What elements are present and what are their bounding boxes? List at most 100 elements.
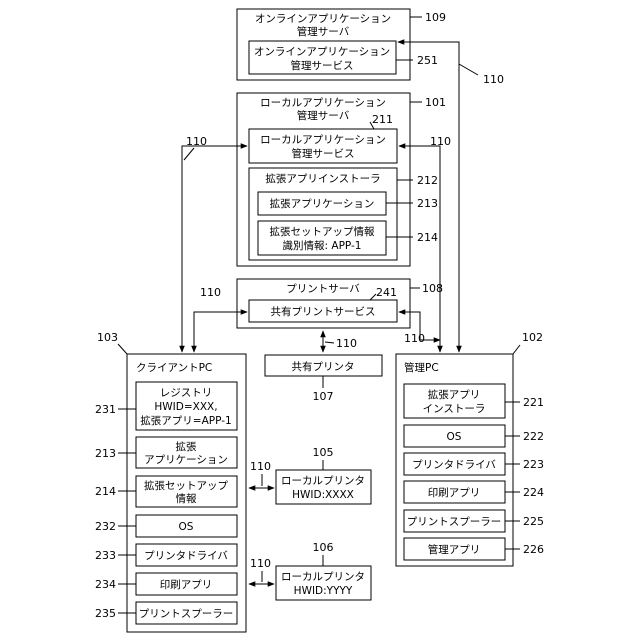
client-driver-ref: 233 xyxy=(95,549,116,562)
client-spooler-label: プリントスプーラー xyxy=(139,608,234,620)
client-setup-label-2: 情報 xyxy=(176,492,197,505)
admin-pc-ref: 102 xyxy=(522,331,543,344)
network-ref-printer-2: 110 xyxy=(250,557,271,570)
local-printer-1-label-2: HWID:XXXX xyxy=(292,489,354,501)
shared-print-service: 共有プリントサービス xyxy=(249,300,397,322)
online-service-label-2: 管理サービス xyxy=(291,59,354,72)
shared-printer-label: 共有プリンタ xyxy=(292,360,355,373)
admin-print-app-label: 印刷アプリ xyxy=(428,486,481,499)
online-app-service: オンラインアプリケーション 管理サービス xyxy=(249,41,396,74)
client-setup-ref: 214 xyxy=(95,485,116,498)
local-printer-2-label-1: ローカルプリンタ xyxy=(281,571,365,583)
registry-label-3: 拡張アプリ=APP-1 xyxy=(140,414,231,427)
registry-ref: 231 xyxy=(95,403,116,416)
client-os-box: OS xyxy=(136,515,237,537)
local-server-title-2: 管理サーバ xyxy=(297,109,350,122)
installer-label: 拡張アプリインストーラ xyxy=(265,172,380,185)
admin-spooler-box: プリントスプーラー xyxy=(404,510,505,532)
local-printer-2-ref: 106 xyxy=(313,541,334,554)
installer-ref: 212 xyxy=(417,174,438,187)
client-os-label: OS xyxy=(179,521,194,533)
admin-spooler-label: プリントスプーラー xyxy=(407,516,502,528)
client-ext-setup-box: 拡張セットアップ 情報 xyxy=(136,476,237,507)
network-ref-right-mid: 110 xyxy=(430,135,451,148)
ext-app-ref: 213 xyxy=(417,197,438,210)
client-spooler-box: プリントスプーラー xyxy=(136,602,237,624)
client-spooler-ref: 235 xyxy=(95,607,116,620)
local-service-label-2: 管理サービス xyxy=(292,147,355,160)
admin-pc: 管理PC 102 拡張アプリ インストーラ 221 OS 222 プリンタドライ… xyxy=(396,331,544,566)
print-server: プリントサーバ 108 共有プリントサービス 241 xyxy=(237,279,443,328)
online-app-server: オンラインアプリケーション 管理サーバ 109 オンラインアプリケーション 管理… xyxy=(237,9,446,80)
online-server-title-1: オンラインアプリケーション xyxy=(255,13,391,25)
registry-label-2: HWID=XXX, xyxy=(154,401,217,413)
client-pc-title: クライアントPC xyxy=(136,362,212,374)
registry-box: レジストリ HWID=XXX, 拡張アプリ=APP-1 xyxy=(136,382,237,430)
local-app-service: ローカルアプリケーション 管理サービス xyxy=(249,129,397,163)
client-setup-label-1: 拡張セットアップ xyxy=(144,479,228,492)
ext-setup-info-box: 拡張セットアップ情報 識別情報: APP-1 xyxy=(258,221,386,255)
admin-print-app-box: 印刷アプリ xyxy=(404,481,505,503)
client-print-app-ref: 234 xyxy=(95,578,116,591)
local-printer-2: ローカルプリンタ HWID:YYYY 106 xyxy=(276,541,371,600)
ext-setup-label-2: 識別情報: APP-1 xyxy=(283,239,362,252)
client-ext-app-label-1: 拡張 xyxy=(176,440,197,453)
shared-print-service-ref: 241 xyxy=(376,286,397,299)
client-print-app-box: 印刷アプリ xyxy=(136,573,237,595)
admin-print-app-ref: 224 xyxy=(523,486,544,499)
print-server-title: プリントサーバ xyxy=(286,283,360,295)
local-printer-1-ref: 105 xyxy=(313,446,334,459)
client-pc-ref: 103 xyxy=(97,331,118,344)
online-service-ref: 251 xyxy=(417,54,438,67)
local-printer-1-label-1: ローカルプリンタ xyxy=(281,475,365,487)
admin-os-box: OS xyxy=(404,425,505,447)
ext-setup-ref: 214 xyxy=(417,231,438,244)
registry-label-1: レジストリ xyxy=(160,387,213,399)
client-print-app-label: 印刷アプリ xyxy=(160,578,213,591)
shared-printer-ref: 107 xyxy=(313,390,334,403)
client-ext-app-label-2: アプリケーション xyxy=(144,454,228,466)
admin-installer-label-1: 拡張アプリ xyxy=(428,388,481,401)
admin-manage-app-ref: 226 xyxy=(523,543,544,556)
local-app-server: ローカルアプリケーション 管理サーバ 101 ローカルアプリケーション 管理サー… xyxy=(237,93,446,266)
network-ref-left-top: 110 xyxy=(186,135,207,148)
local-printer-1: ローカルプリンタ HWID:XXXX 105 xyxy=(276,446,371,504)
admin-driver-box: プリンタドライバ xyxy=(404,453,505,475)
admin-spooler-ref: 225 xyxy=(523,515,544,528)
admin-manage-app-box: 管理アプリ xyxy=(404,538,505,560)
network-ref-printer-1: 110 xyxy=(250,460,271,473)
network-ref-right-top: 110 xyxy=(483,73,504,86)
ext-app-box: 拡張アプリケーション xyxy=(258,192,386,215)
client-driver-box: プリンタドライバ xyxy=(136,544,237,566)
shared-print-service-label: 共有プリントサービス xyxy=(271,305,376,318)
admin-driver-label: プリンタドライバ xyxy=(412,459,496,471)
local-service-ref: 211 xyxy=(372,113,393,126)
ext-setup-label-1: 拡張セットアップ情報 xyxy=(270,225,375,238)
admin-manage-app-label: 管理アプリ xyxy=(428,543,481,556)
admin-os-label: OS xyxy=(447,431,462,443)
admin-os-ref: 222 xyxy=(523,430,544,443)
online-service-label-1: オンラインアプリケーション xyxy=(254,46,390,58)
ext-app-label: 拡張アプリケーション xyxy=(270,197,375,210)
local-server-ref: 101 xyxy=(425,96,446,109)
network-ref-print-right: 110 xyxy=(404,332,425,345)
client-pc: クライアントPC 103 レジストリ HWID=XXX, 拡張アプリ=APP-1… xyxy=(95,331,246,632)
network-ref-print-left: 110 xyxy=(200,286,221,299)
local-service-label-1: ローカルアプリケーション xyxy=(260,134,386,146)
admin-installer-box: 拡張アプリ インストーラ xyxy=(404,384,505,418)
shared-printer: 共有プリンタ 107 xyxy=(265,355,382,403)
online-server-title-2: 管理サーバ xyxy=(297,25,350,38)
ext-app-installer: 拡張アプリインストーラ 拡張アプリケーション 拡張セットアップ情報 識別情報: … xyxy=(249,168,397,260)
admin-driver-ref: 223 xyxy=(523,458,544,471)
client-os-ref: 232 xyxy=(95,520,116,533)
admin-installer-ref: 221 xyxy=(523,396,544,409)
online-server-ref: 109 xyxy=(425,11,446,24)
admin-pc-title: 管理PC xyxy=(404,361,439,374)
local-printer-2-label-2: HWID:YYYY xyxy=(294,585,353,597)
network-ref-shared-printer: 110 xyxy=(336,337,357,350)
client-driver-label: プリンタドライバ xyxy=(144,550,228,562)
client-ext-app-box: 拡張 アプリケーション xyxy=(136,437,237,468)
client-ext-app-ref: 213 xyxy=(95,447,116,460)
